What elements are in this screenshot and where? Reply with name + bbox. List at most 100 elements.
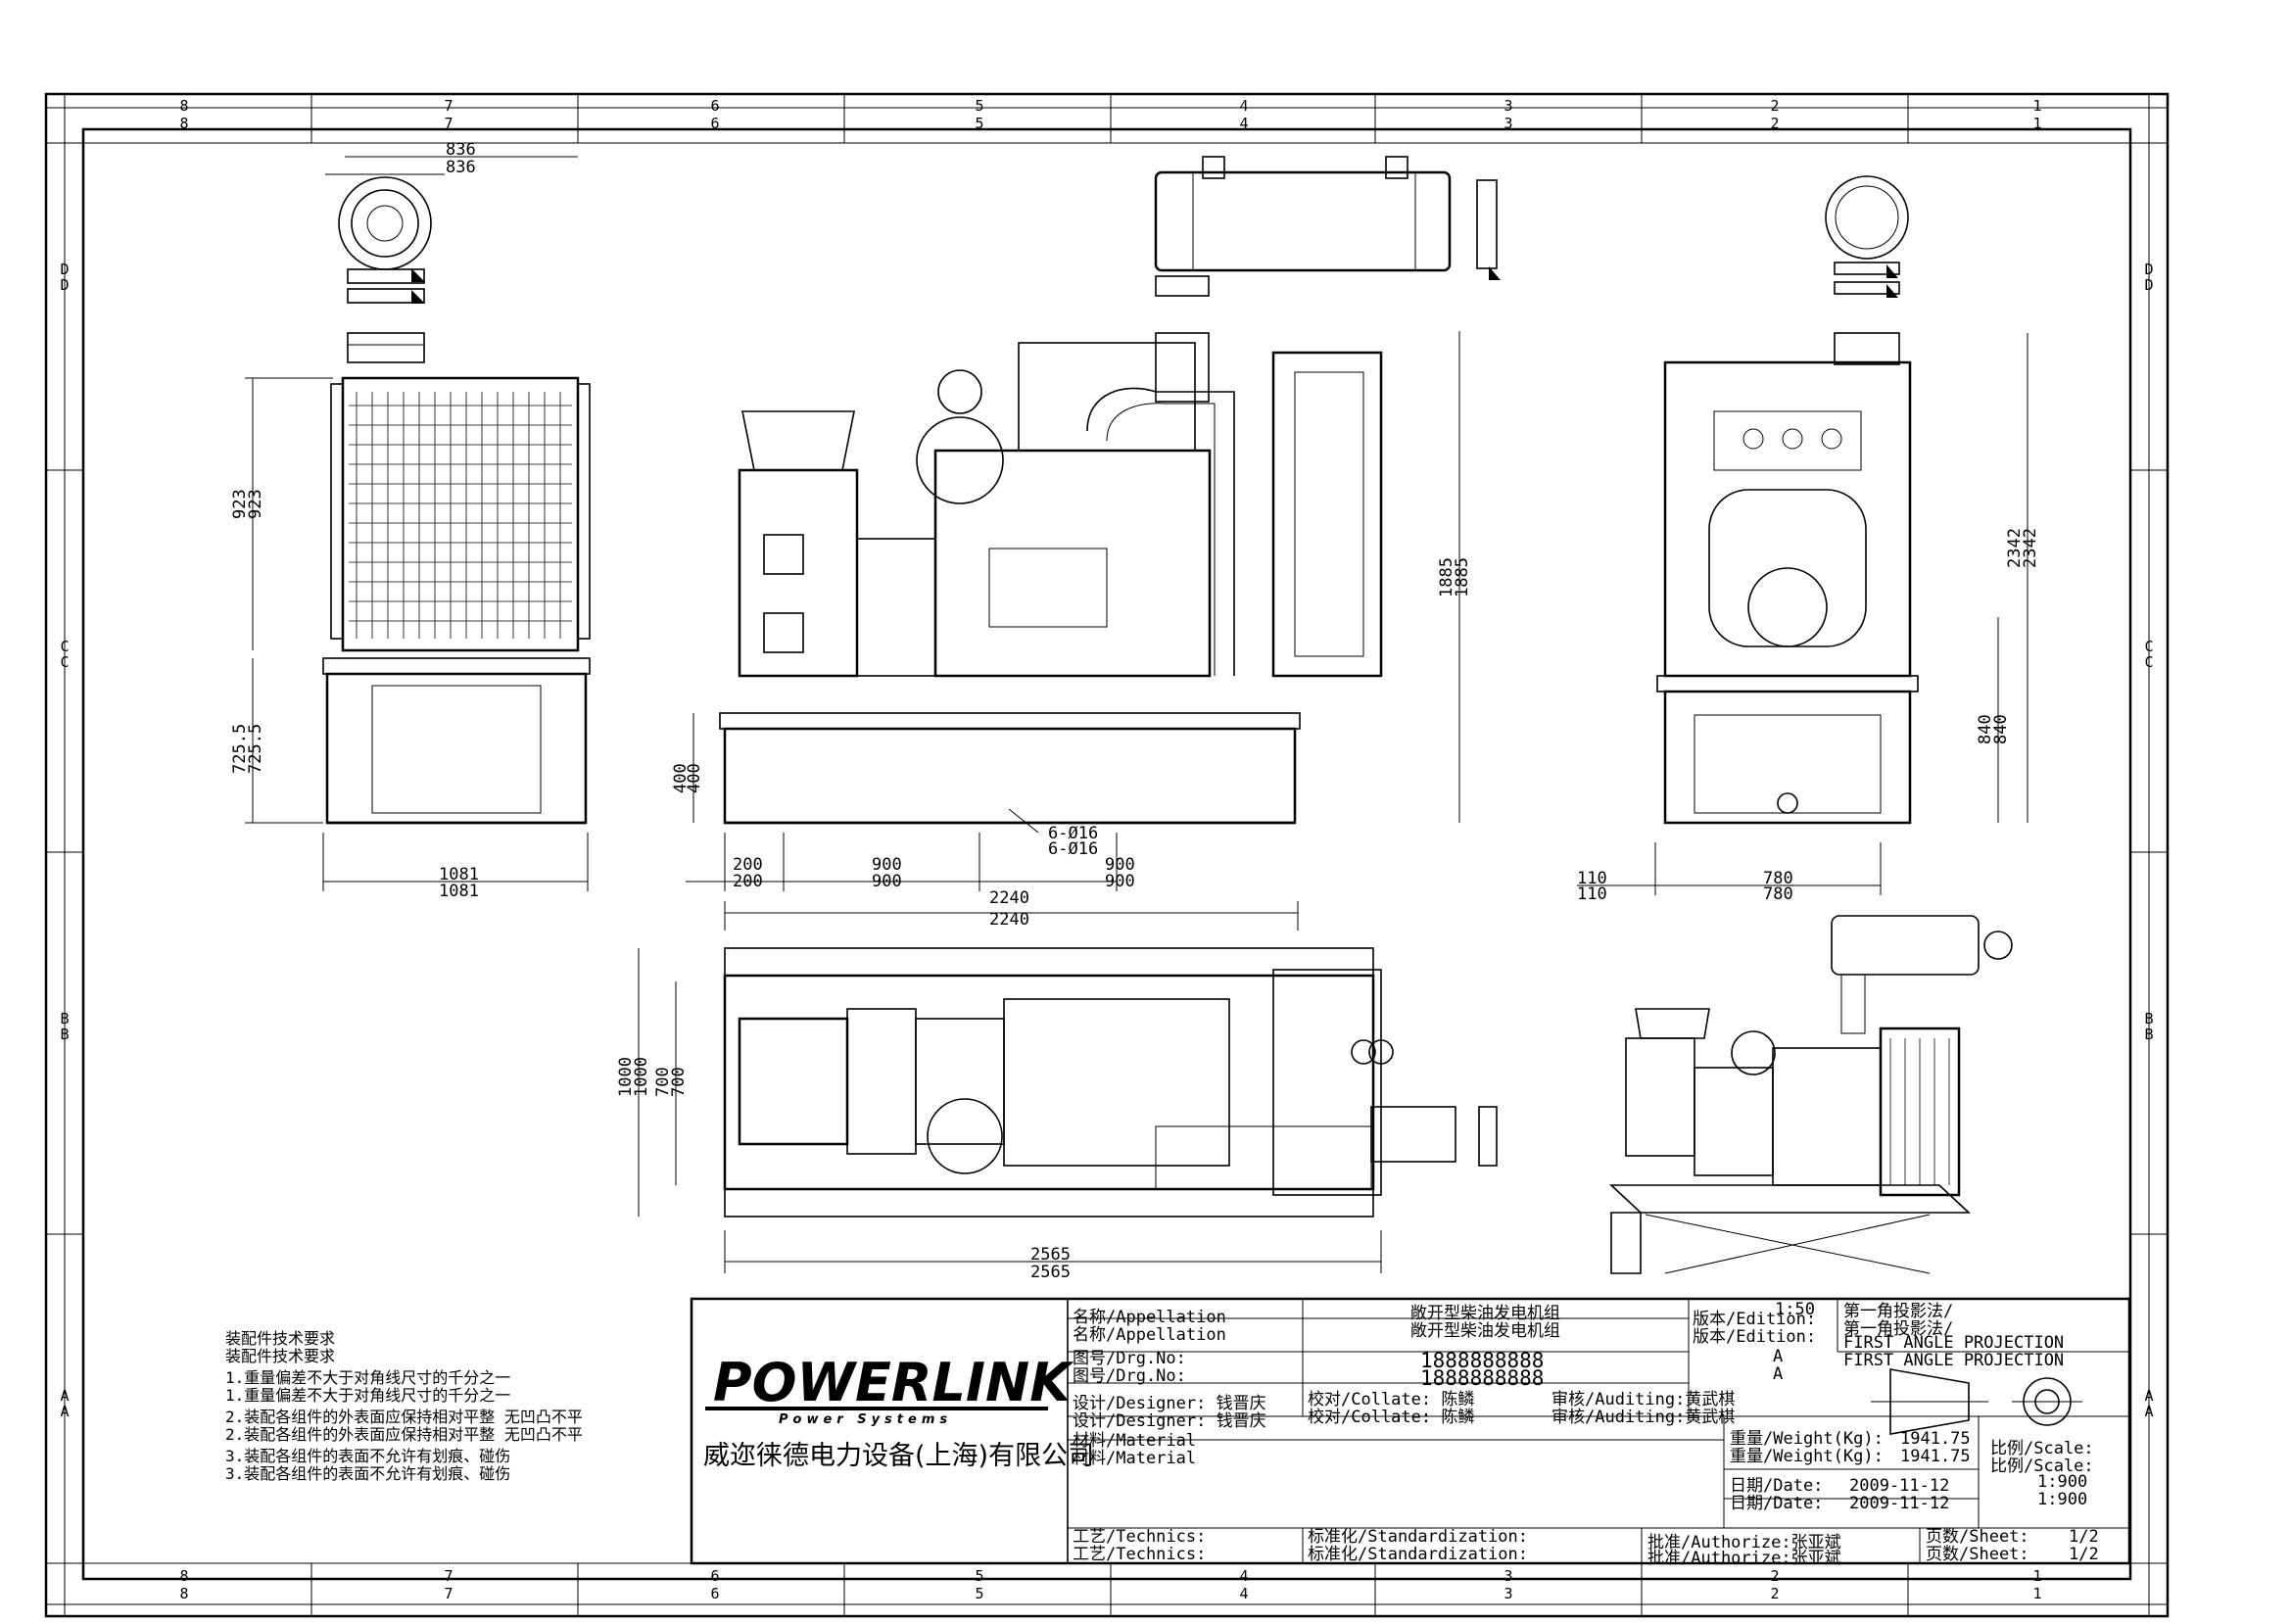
zone-row-a-right-dup: A (2144, 1403, 2153, 1420)
projection-label: 第一角投影法/ (1843, 1302, 1953, 1321)
zone-col-1: 1 (2032, 97, 2041, 115)
weight-label: 重量/Weight(Kg): (1730, 1429, 1884, 1449)
plan-view: 1000 1000 700 700 2565 2565 (616, 947, 1498, 1282)
scale-small: 1:50 (1775, 1300, 1815, 1319)
date-label-dup: 日期/Date: (1730, 1494, 1823, 1513)
dim-front-height-upper: 923 (230, 489, 250, 519)
zone-col-8: 8 (179, 97, 188, 115)
zone-col-7-bottom: 7 (444, 1567, 453, 1585)
zone-col-4-bottom: 4 (1239, 1567, 1248, 1585)
zone-col-6-bottom: 6 (710, 1567, 719, 1585)
notes-line-3: 3.装配各组件的表面不允许有划痕、碰伤 (225, 1447, 510, 1465)
zone-col-5-bottom-dup: 5 (975, 1585, 983, 1602)
notes-line-2-dup: 2.装配各组件的外表面应保持相对平整 无凹凸不平 (225, 1425, 583, 1444)
zone-row-c-right-dup: C (2144, 653, 2153, 671)
dim-plan-inner-width: 700 (653, 1067, 673, 1097)
zone-col-4-dup: 4 (1239, 115, 1248, 132)
zone-col-2-bottom-dup: 2 (1770, 1585, 1779, 1602)
dim-rear-base-width: 780 (1763, 869, 1793, 888)
zone-col-6-dup: 6 (710, 115, 719, 132)
first-angle-projection-symbol (1871, 1368, 2082, 1435)
company-logo: POWERLINK Power Systems (705, 1352, 1074, 1427)
notes-line-1: 1.重量偏差不大于对角线尺寸的千分之一 (225, 1368, 510, 1387)
dim-front-top-width: 836 (446, 140, 476, 160)
dim-side-hole-spacing-1: 900 (872, 855, 902, 875)
scale-label: 比例/Scale: (1990, 1439, 2094, 1458)
zone-row-c-right: C (2144, 638, 2153, 655)
dim-plan-total-length-dup: 2565 (1030, 1263, 1071, 1282)
date-label: 日期/Date: (1730, 1476, 1823, 1496)
zone-col-1-bottom-dup: 1 (2032, 1585, 2041, 1602)
notes-line-1-dup: 1.重量偏差不大于对角线尺寸的千分之一 (225, 1386, 510, 1405)
zone-col-2: 2 (1770, 97, 1779, 115)
auditing-label: 审核/Auditing:黄武棋 (1551, 1390, 1735, 1409)
zone-labels-top: 8 8 7 7 6 6 5 5 4 4 3 3 2 2 1 1 (179, 97, 2041, 132)
drawing-no-value: 1888888888 (1420, 1349, 1544, 1372)
dim-side-skid-height-dup: 400 (685, 763, 704, 793)
authorize-label-dup: 批准/Authorize:张亚斌 (1647, 1549, 1841, 1568)
logo-subtitle: Power Systems (779, 1412, 952, 1427)
dim-side-hole-spacing-2: 900 (1105, 855, 1135, 875)
dim-side-total-height: 1885 (1437, 557, 1456, 597)
zone-col-8-bottom: 8 (179, 1567, 188, 1585)
zone-col-4-bottom-dup: 4 (1239, 1585, 1248, 1602)
zone-row-d-right-dup: D (2144, 276, 2153, 294)
notes-line-3-dup: 3.装配各组件的表面不允许有划痕、碰伤 (225, 1464, 510, 1483)
sheet-label-dup: 页数/Sheet: (1926, 1545, 2029, 1564)
appellation-label: 名称/Appellation (1073, 1308, 1226, 1327)
technical-notes: 装配件技术要求 装配件技术要求 1.重量偏差不大于对角线尺寸的千分之一 1.重量… (225, 1329, 583, 1483)
zone-row-d-right: D (2144, 261, 2153, 278)
notes-line-2: 2.装配各组件的外表面应保持相对平整 无凹凸不平 (225, 1408, 583, 1426)
zone-col-1-dup: 1 (2032, 115, 2041, 132)
dim-side-hole-spacing-1-dup: 900 (872, 872, 902, 891)
drawing-no-label: 图号/Drg.No: (1073, 1349, 1186, 1368)
dim-rear-offset: 110 (1577, 869, 1607, 888)
notes-title: 装配件技术要求 (225, 1329, 335, 1348)
zone-col-5: 5 (975, 97, 983, 115)
isometric-view (1608, 915, 2013, 1274)
dim-front-height-upper-dup: 923 (246, 489, 265, 519)
zone-col-6-bottom-dup: 6 (710, 1585, 719, 1602)
dim-side-skid-height: 400 (671, 763, 691, 793)
sheet-label: 页数/Sheet: (1926, 1527, 2029, 1547)
edition-label-dup: 版本/Edition: (1693, 1327, 1816, 1347)
dim-plan-total-length: 2565 (1030, 1245, 1071, 1265)
sheet-value: 1/2 (2069, 1527, 2099, 1547)
date-value: 2009-11-12 (1849, 1476, 1949, 1496)
dim-side-base-length-dup: 2240 (989, 910, 1029, 930)
material-label: 材料/Material (1073, 1431, 1196, 1451)
scale-value-dup: 1:900 (2037, 1490, 2087, 1509)
weight-value: 1941.75 (1900, 1429, 1971, 1449)
notes-title-dup: 装配件技术要求 (225, 1347, 335, 1365)
appellation-value-dup: 敞开型柴油发电机组 (1410, 1321, 1560, 1341)
zone-row-b-right-dup: B (2144, 1026, 2153, 1043)
dim-side-hole-spacing-2-dup: 900 (1105, 872, 1135, 891)
zone-col-7-dup: 7 (444, 115, 453, 132)
zone-col-1-bottom: 1 (2032, 1567, 2041, 1585)
scale-value: 1:900 (2037, 1472, 2087, 1492)
zone-row-c-left: C (60, 638, 69, 655)
dim-rear-mid-height: 840 (1976, 714, 1995, 744)
zone-col-3-bottom: 3 (1503, 1567, 1512, 1585)
edition-label: 版本/Edition: (1693, 1310, 1816, 1329)
zone-row-b-left-dup: B (60, 1026, 69, 1043)
dim-plan-total-width: 1000 (616, 1057, 636, 1097)
projection-label-dup: 第一角投影法/ (1843, 1319, 1953, 1339)
drawing-no-label-dup: 图号/Drg.No: (1073, 1366, 1186, 1386)
zone-col-2-bottom: 2 (1770, 1567, 1779, 1585)
projection-value-dup: FIRST ANGLE PROJECTION (1843, 1351, 2064, 1370)
zone-col-8-bottom-dup: 8 (179, 1585, 188, 1602)
authorize-label: 批准/Authorize:张亚斌 (1647, 1533, 1841, 1552)
zone-col-6: 6 (710, 97, 719, 115)
scale-label-dup: 比例/Scale: (1990, 1457, 2094, 1476)
auditing-label-dup: 审核/Auditing:黄武棋 (1551, 1408, 1735, 1427)
dim-rear-total-height-dup: 2342 (2021, 528, 2040, 568)
dim-front-height-lower: 725.5 (230, 724, 250, 774)
dim-rear-total-height: 2342 (2005, 528, 2025, 568)
collate-label: 校对/Collate: 陈鳞 (1308, 1390, 1474, 1409)
material-label-dup: 材料/Material (1073, 1449, 1196, 1468)
company-name: 威迩徕德电力设备(上海)有限公司 (703, 1441, 1094, 1471)
dim-side-offset: 200 (733, 855, 763, 875)
